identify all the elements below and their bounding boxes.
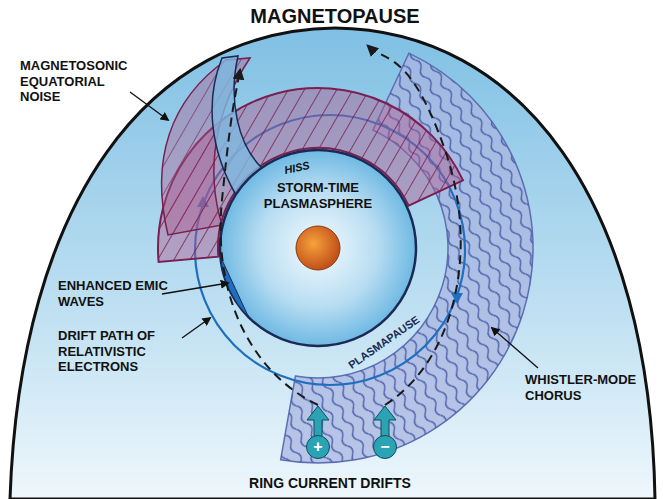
region-label: ENHANCED EMIC WAVES <box>58 278 168 309</box>
label-text: MAGNETOPAUSE <box>250 5 419 27</box>
node-text: + <box>313 439 322 455</box>
label-text: ENHANCED EMIC WAVES <box>58 278 168 309</box>
magnetopause-boundary <box>10 28 655 499</box>
plasmasphere-region: STORM-TIME PLASMASPHERE <box>228 178 408 213</box>
ion-drift-path <box>221 70 318 405</box>
ion-drift-arrow <box>307 406 329 437</box>
node-text: STORM-TIME PLASMASPHERE <box>232 180 404 211</box>
electron-drift-arrow <box>374 406 396 437</box>
region-label: MAGNETOSONIC EQUATORIAL NOISE <box>20 58 145 105</box>
magnetopause-label: MAGNETOPAUSE <box>235 4 435 28</box>
label-text: MAGNETOSONIC EQUATORIAL NOISE <box>20 58 127 104</box>
leader-line <box>492 328 538 368</box>
ion-symbol: + <box>306 435 330 459</box>
label-text: WHISTLER-MODE CHORUS <box>525 372 636 403</box>
ring-current-label: RING CURRENT DRIFTS <box>200 475 460 492</box>
plasmapause-outline <box>220 150 416 346</box>
earth <box>296 226 340 270</box>
region-label: WHISTLER-MODE CHORUS <box>525 372 645 403</box>
leader-line <box>162 283 228 294</box>
electron-drift-path <box>368 46 461 405</box>
region-label: DRIFT PATH OF RELATIVISTIC ELECTRONS <box>58 328 188 375</box>
node-text: − <box>380 439 389 455</box>
label-text: RING CURRENT DRIFTS <box>249 475 411 491</box>
label-text: DRIFT PATH OF RELATIVISTIC ELECTRONS <box>58 328 155 374</box>
leader-line <box>130 92 168 120</box>
emic-wave-region <box>220 257 248 318</box>
leader-line <box>182 318 210 338</box>
electron-symbol: − <box>373 435 397 459</box>
